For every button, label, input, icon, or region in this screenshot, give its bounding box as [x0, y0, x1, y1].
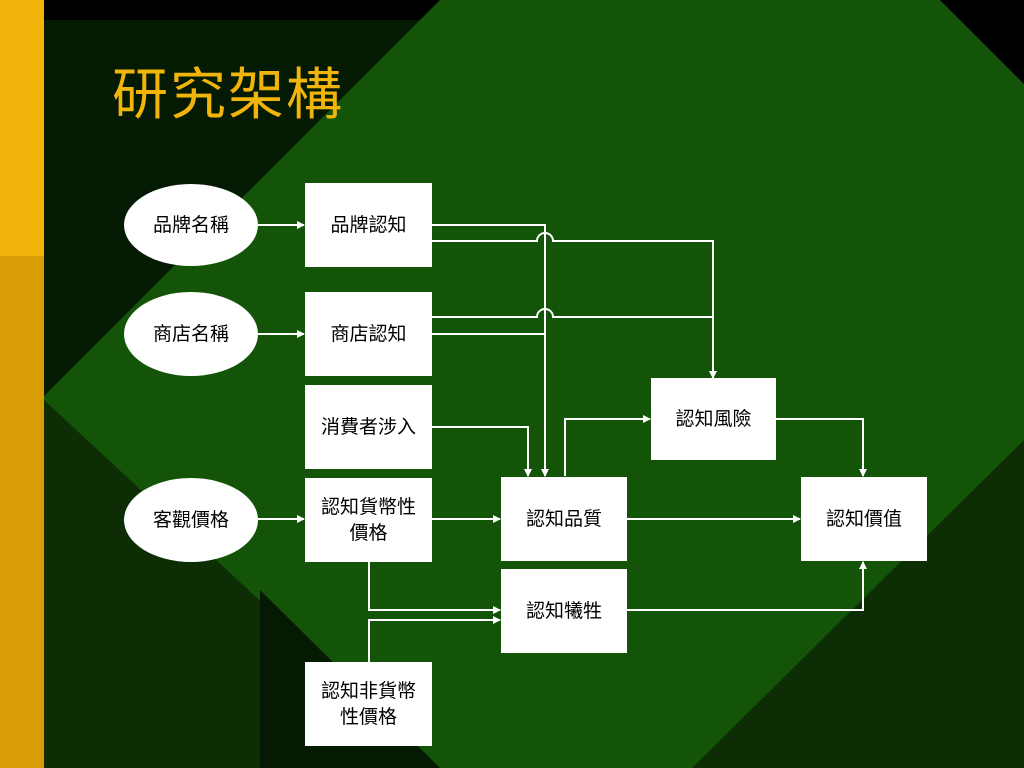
node-label: 認知風險: [675, 408, 752, 430]
node-perceived-sacrifice: 認知犧牲: [501, 569, 627, 653]
node-label: 認知犧牲: [525, 600, 602, 622]
edge-brand-cognition-to-quality: [432, 224, 549, 477]
edge-nonmonetary-price-to-sacrifice: [368, 616, 501, 662]
node-label: 消費者涉入: [320, 416, 416, 438]
background-diamond: [44, 0, 1024, 768]
node-label: 商店名稱: [152, 323, 229, 345]
edge-sacrifice-to-value: [627, 561, 867, 611]
node-brand-cognition: 品牌認知: [305, 183, 432, 267]
edge-brand-cognition-to-risk: [432, 232, 717, 379]
node-label-line-2: 價格: [349, 522, 388, 544]
slide-title: 研究架構: [112, 63, 344, 128]
node-label-line-2: 性價格: [339, 706, 397, 728]
node-label: 客觀價格: [152, 509, 229, 531]
node-perceived-quality: 認知品質: [501, 477, 627, 561]
node-store-name: 商店名稱: [124, 292, 258, 376]
node-brand-name: 品牌名稱: [124, 184, 258, 266]
node-label: 品牌認知: [330, 214, 407, 236]
node-label: 品牌名稱: [152, 214, 229, 236]
node-consumer-involvement: 消費者涉入: [305, 385, 432, 469]
node-perceived-risk: 認知風險: [651, 378, 776, 460]
edge-store-cognition-to-risk: [432, 308, 713, 318]
node-label: 認知價值: [825, 508, 902, 530]
node-objective-price: 客觀價格: [124, 478, 258, 562]
edge-involvement-to-quality: [432, 426, 532, 477]
background-dark-right: [940, 0, 1024, 84]
edge-risk-to-value: [776, 418, 867, 477]
side-accent-bar-top: [0, 0, 44, 256]
node-label-line-1: 認知非貨幣: [320, 680, 416, 702]
edge-quality-to-risk: [564, 415, 651, 476]
node-label-line-1: 認知貨幣性: [320, 496, 416, 518]
node-perceived-nonmonetary-price: 認知非貨幣 性價格: [305, 662, 432, 746]
edge-monetary-price-to-sacrifice: [368, 561, 501, 614]
node-label: 商店認知: [330, 323, 407, 345]
node-perceived-value: 認知價值: [801, 477, 927, 561]
node-label: 認知品質: [525, 508, 602, 530]
node-perceived-monetary-price: 認知貨幣性 價格: [305, 478, 432, 562]
node-store-cognition: 商店認知: [305, 292, 432, 376]
side-accent-bar-bottom: [0, 256, 44, 768]
